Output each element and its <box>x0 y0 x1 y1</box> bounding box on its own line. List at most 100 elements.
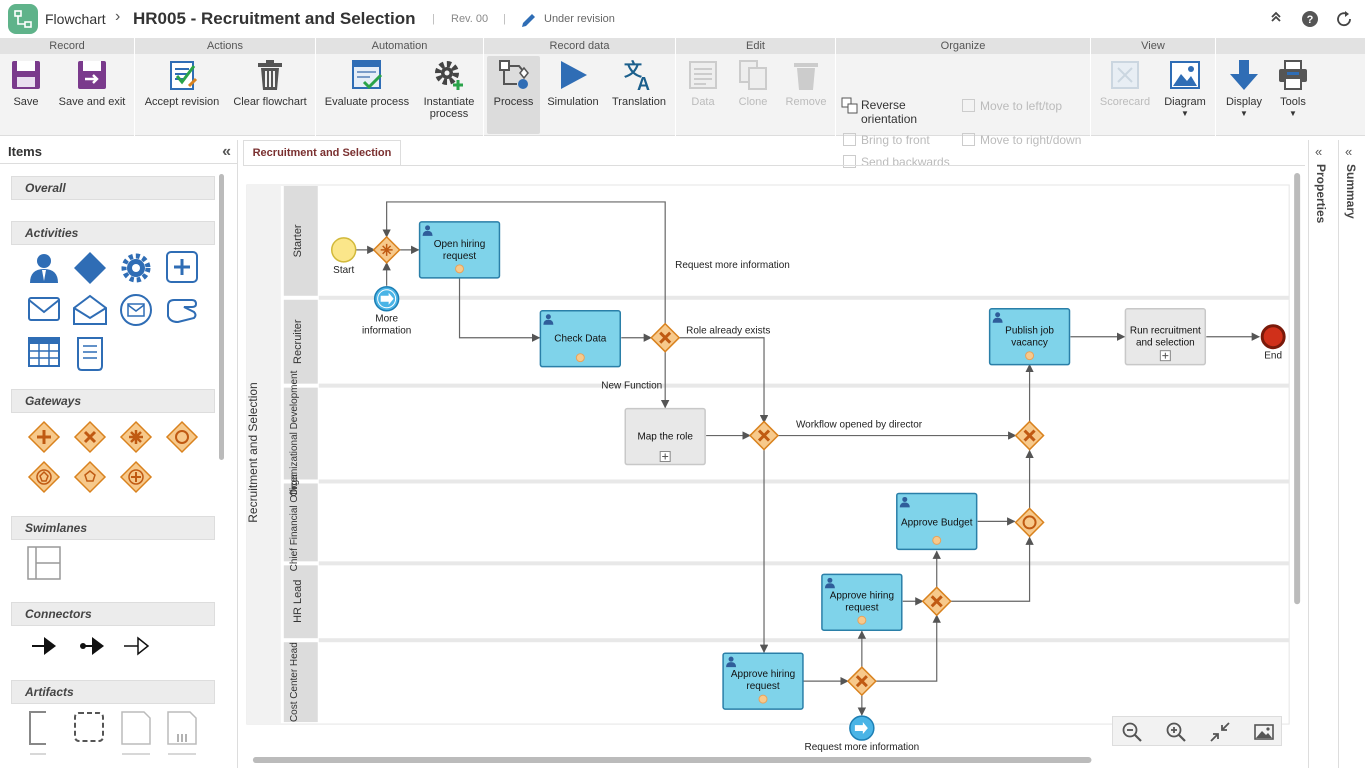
expand-properties-icon[interactable]: « <box>1315 144 1323 159</box>
task-approve-hiring-request-cc[interactable]: Approve hiring request <box>722 652 804 710</box>
flow[interactable] <box>679 337 769 424</box>
translation-button[interactable]: 文 A Translation <box>608 58 670 108</box>
lane-header-cfo[interactable] <box>283 483 318 562</box>
exclusive-gateway[interactable] <box>1014 420 1045 451</box>
move-left-top-button[interactable]: Move to left/top <box>980 99 1063 113</box>
table-icon[interactable] <box>28 337 60 367</box>
parallel-gateway-icon[interactable] <box>27 420 61 454</box>
expand-summary-icon[interactable]: « <box>1345 144 1353 159</box>
request-more-information-event[interactable] <box>849 715 875 741</box>
user-task-icon[interactable] <box>30 254 58 283</box>
section-overall[interactable]: Overall <box>11 176 215 200</box>
section-artifacts[interactable]: Artifacts <box>11 680 215 704</box>
export-image-icon[interactable] <box>1253 721 1275 743</box>
accept-revision-button[interactable]: Accept revision <box>142 58 222 108</box>
evaluate-process-button[interactable]: Evaluate process <box>322 58 412 108</box>
pool-label: Recruitment and Selection <box>246 382 260 522</box>
exclusive-gateway[interactable] <box>650 322 681 353</box>
exclusive-event-gateway-icon[interactable] <box>73 460 107 494</box>
process-button[interactable]: Process <box>487 56 540 134</box>
sequence-flow-icon[interactable] <box>32 637 56 655</box>
task-open-hiring-request[interactable]: Open hiring request <box>418 221 501 279</box>
flow[interactable] <box>382 201 666 324</box>
bring-to-front-button[interactable]: Bring to front <box>861 133 930 147</box>
task-publish-job-vacancy[interactable]: Publish job vacancy <box>988 308 1071 366</box>
diamond-icon[interactable] <box>74 252 106 284</box>
canvas-horizontal-scrollbar[interactable] <box>252 757 1092 764</box>
task-approve-budget[interactable]: Approve Budget <box>896 492 978 551</box>
exclusive-gateway[interactable] <box>846 666 877 697</box>
end-event[interactable] <box>1260 324 1286 350</box>
move-right-down-button[interactable]: Move to right/down <box>980 133 1082 147</box>
lane-header-cost-center[interactable] <box>283 642 318 723</box>
save-and-exit-button[interactable]: Save and exit <box>56 58 128 108</box>
annotation-icon[interactable] <box>29 711 46 745</box>
association-icon[interactable] <box>124 636 150 656</box>
more-information-event[interactable] <box>373 286 400 312</box>
help-icon[interactable]: ? <box>1301 10 1319 28</box>
flow[interactable] <box>875 614 941 682</box>
add-subprocess-icon[interactable] <box>166 251 198 283</box>
lane-header-recruiter[interactable] <box>283 299 318 384</box>
simulation-button[interactable]: Simulation <box>546 58 600 108</box>
complex-gateway[interactable] <box>372 235 401 264</box>
scorecard-button[interactable]: Scorecard <box>1097 58 1153 108</box>
properties-panel[interactable]: « Properties <box>1308 140 1334 768</box>
swimlane-icon[interactable] <box>27 546 63 582</box>
task-label-line-1: Approve hiring <box>830 590 894 601</box>
summary-panel[interactable]: « Summary <box>1338 140 1366 768</box>
data-object-icon[interactable] <box>121 711 151 745</box>
script-icon[interactable] <box>77 337 103 371</box>
canvas-vertical-scrollbar[interactable] <box>1294 172 1301 605</box>
subprocess-map-the-role[interactable]: Map the role <box>624 407 706 466</box>
parallel-event-gateway-icon[interactable] <box>119 460 153 494</box>
task-check-data[interactable]: Check Data <box>539 310 622 368</box>
conditional-flow-icon[interactable] <box>80 637 104 655</box>
data-collection-icon[interactable] <box>167 711 197 745</box>
diagram-button[interactable]: Diagram ▼ <box>1160 58 1210 120</box>
fit-to-screen-icon[interactable] <box>1209 721 1231 743</box>
inclusive-gateway-icon[interactable] <box>165 420 199 454</box>
data-button[interactable]: Data <box>683 58 723 108</box>
zoom-out-icon[interactable] <box>1121 721 1143 743</box>
exclusive-gateway[interactable] <box>921 586 952 617</box>
collapse-up-icon[interactable] <box>1267 10 1285 28</box>
section-swimlanes[interactable]: Swimlanes <box>11 516 215 540</box>
tab-recruitment-and-selection[interactable]: Recruitment and Selection <box>243 140 401 166</box>
items-scrollbar[interactable] <box>219 174 224 460</box>
reverse-orientation-button[interactable]: Reverse orientation <box>861 98 918 126</box>
gear-icon[interactable] <box>121 253 151 283</box>
collapse-left-icon[interactable]: « <box>222 143 231 160</box>
remove-button[interactable]: Remove <box>783 58 829 108</box>
lane-header-starter[interactable] <box>283 185 318 296</box>
save-button[interactable]: Save <box>6 58 46 108</box>
task-approve-hiring-request-hr[interactable]: Approve hiring request <box>821 573 903 631</box>
complex-gateway-icon[interactable] <box>119 420 153 454</box>
start-event[interactable] <box>330 237 357 263</box>
app-title[interactable]: Flowchart <box>45 11 106 27</box>
zoom-in-icon[interactable] <box>1165 721 1187 743</box>
exclusive-gateway[interactable] <box>748 420 780 451</box>
group-icon[interactable] <box>74 712 104 742</box>
section-connectors[interactable]: Connectors <box>11 602 215 626</box>
envelope-icon[interactable] <box>28 297 60 321</box>
clone-button[interactable]: Clone <box>733 58 773 108</box>
section-gateways[interactable]: Gateways <box>11 389 215 413</box>
refresh-icon[interactable] <box>1335 10 1353 28</box>
subprocess-run-recruitment[interactable]: Run recruitment and selection <box>1124 308 1207 366</box>
message-event-icon[interactable] <box>120 294 152 326</box>
open-envelope-icon[interactable] <box>73 294 107 325</box>
tools-button[interactable]: Tools ▼ <box>1272 58 1314 120</box>
display-button[interactable]: Display ▼ <box>1222 58 1266 120</box>
flow[interactable] <box>458 277 541 342</box>
instantiate-process-button[interactable]: Instantiate process <box>418 58 480 120</box>
exclusive-gateway-icon[interactable] <box>73 420 107 454</box>
lane-header-hr-lead[interactable] <box>283 565 318 639</box>
event-gateway-icon[interactable] <box>27 460 61 494</box>
clear-flowchart-button[interactable]: Clear flowchart <box>230 58 310 108</box>
lane-header-org-dev[interactable] <box>283 387 318 480</box>
flow[interactable] <box>950 536 1034 602</box>
inclusive-gateway[interactable] <box>1014 507 1045 538</box>
manual-task-hand-icon[interactable] <box>167 299 198 324</box>
section-activities[interactable]: Activities <box>11 221 215 245</box>
